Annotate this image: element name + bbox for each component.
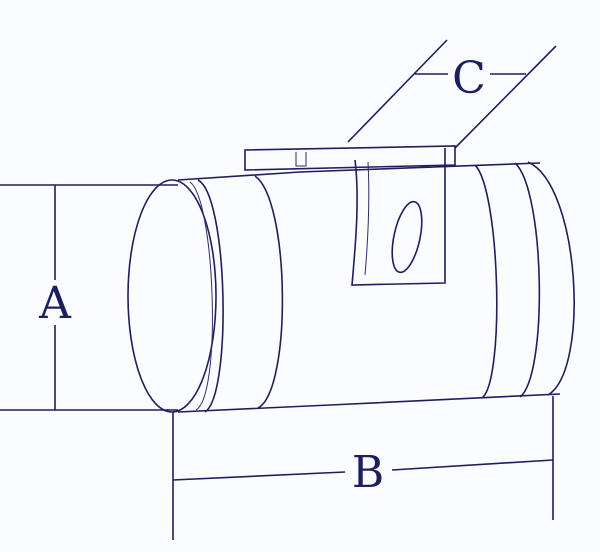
body-bottom-edge: [177, 393, 561, 413]
left-opening: [127, 179, 217, 413]
bracket-plate: [351, 148, 446, 286]
right-end: [527, 161, 575, 396]
left-band: [254, 175, 284, 409]
right-band: [474, 164, 498, 399]
dimension-a: A: [0, 184, 178, 411]
bracket-top: [244, 145, 456, 171]
bracket-hole: [391, 200, 423, 274]
cylinder-body: [127, 161, 575, 413]
bracket-tab: [295, 152, 307, 167]
label-a: A: [38, 278, 72, 329]
left-ring: [197, 179, 224, 413]
bracket-fold: [364, 161, 370, 276]
right-ring-inner: [514, 162, 541, 398]
mounting-bracket: [244, 145, 456, 286]
body-top-edge: [177, 162, 541, 181]
label-b: B: [352, 447, 384, 498]
dimension-b: B: [172, 396, 554, 540]
label-c: C: [452, 53, 486, 104]
dimension-c: C: [347, 39, 557, 149]
left-rim-inner: [189, 181, 213, 411]
